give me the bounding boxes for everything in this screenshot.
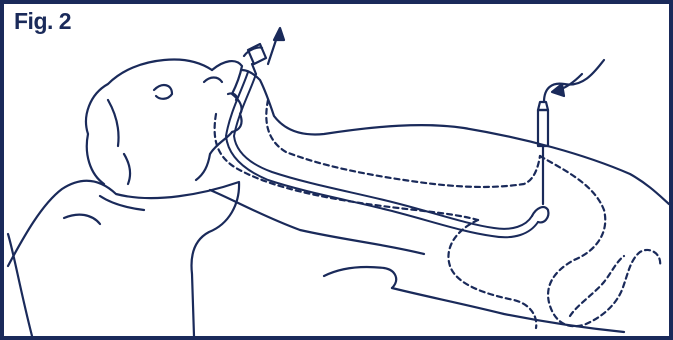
flow-arrow-down-head bbox=[552, 84, 564, 96]
shoulder-front bbox=[210, 190, 424, 254]
syringe-top bbox=[538, 102, 548, 110]
syringe-barrel bbox=[538, 110, 548, 146]
flow-arrow-up-head bbox=[274, 28, 284, 40]
ear bbox=[154, 85, 172, 99]
tube-inner bbox=[234, 74, 532, 229]
eye bbox=[204, 78, 222, 83]
body-lower bbox=[392, 288, 624, 332]
tube-tip bbox=[532, 207, 548, 222]
blanket-fold bbox=[64, 215, 100, 224]
tube-connector-cap bbox=[244, 47, 262, 56]
esophagus-dashed-inner bbox=[266, 100, 540, 187]
tube-outer bbox=[226, 72, 538, 237]
neck-and-back bbox=[242, 70, 669, 204]
arm bbox=[324, 267, 396, 288]
pillow-outline bbox=[8, 181, 239, 336]
illustration bbox=[4, 4, 669, 336]
hair-outline bbox=[86, 59, 212, 184]
nostril bbox=[228, 93, 237, 100]
stomach-dashed-inner-loop bbox=[570, 256, 624, 316]
pillow-bottom bbox=[8, 234, 32, 336]
hair-detail bbox=[108, 100, 130, 184]
